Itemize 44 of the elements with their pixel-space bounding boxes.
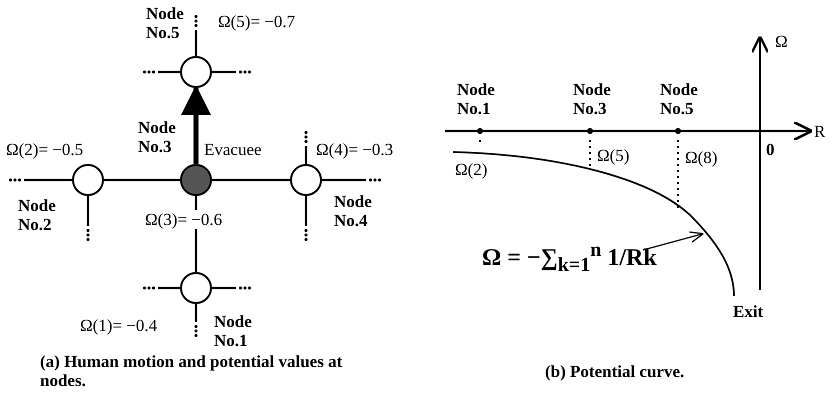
line-stub [24,178,72,182]
evacuee-node [180,164,212,196]
potential-value: Ω(5) [597,146,630,165]
node-label: Node No.5 [146,4,185,42]
arrow [642,231,704,251]
potential-value: Ω(8) [685,148,718,167]
potential-curve [452,151,735,296]
node-label: Node No.4 [334,192,373,230]
line-stub [194,30,198,56]
node-label: Node No.5 [660,80,699,118]
node-label: Node No.1 [214,312,253,350]
axis-label: R [814,122,826,141]
node-label: Node No.2 [18,196,57,234]
line-stub [158,70,180,74]
exit-label: Exit [733,302,764,321]
potential-value: Ω(2)= −0.5 [6,140,84,159]
caption: (b) Potential curve. [545,362,686,381]
potential-value: Ω(1)= −0.4 [80,316,158,335]
caption: (a) Human motion and potential values at nodes. [40,352,344,390]
node-circle [180,272,212,304]
line-stub [212,286,236,290]
node-circle [180,56,212,88]
potential-value: Ω(5)= −0.7 [218,12,296,31]
node-label: Node No.1 [457,80,496,118]
node-circle [290,164,322,196]
line-stub [304,146,308,164]
line-stub [86,196,90,226]
line-stub [158,286,180,290]
potential-value: Ω(4)= −0.3 [316,140,394,159]
node-circle [72,164,104,196]
arrow [181,85,211,164]
node-label: Node No.3 [138,118,177,156]
line-stub [194,304,198,322]
potential-value: Ω(2) [455,160,488,179]
line-stub [322,178,366,182]
connector-line [212,178,290,182]
line-stub [304,196,308,226]
node-label: Node No.3 [573,80,612,118]
line-stub [212,70,236,74]
formula: Ω = −∑$_{k=1}$$^{n}$ 1/Rk [482,236,657,279]
evacuee-label: Evacuee [204,140,263,159]
axis-label: Ω [775,32,789,51]
origin-label: 0 [766,140,776,159]
connector-line [104,178,180,182]
